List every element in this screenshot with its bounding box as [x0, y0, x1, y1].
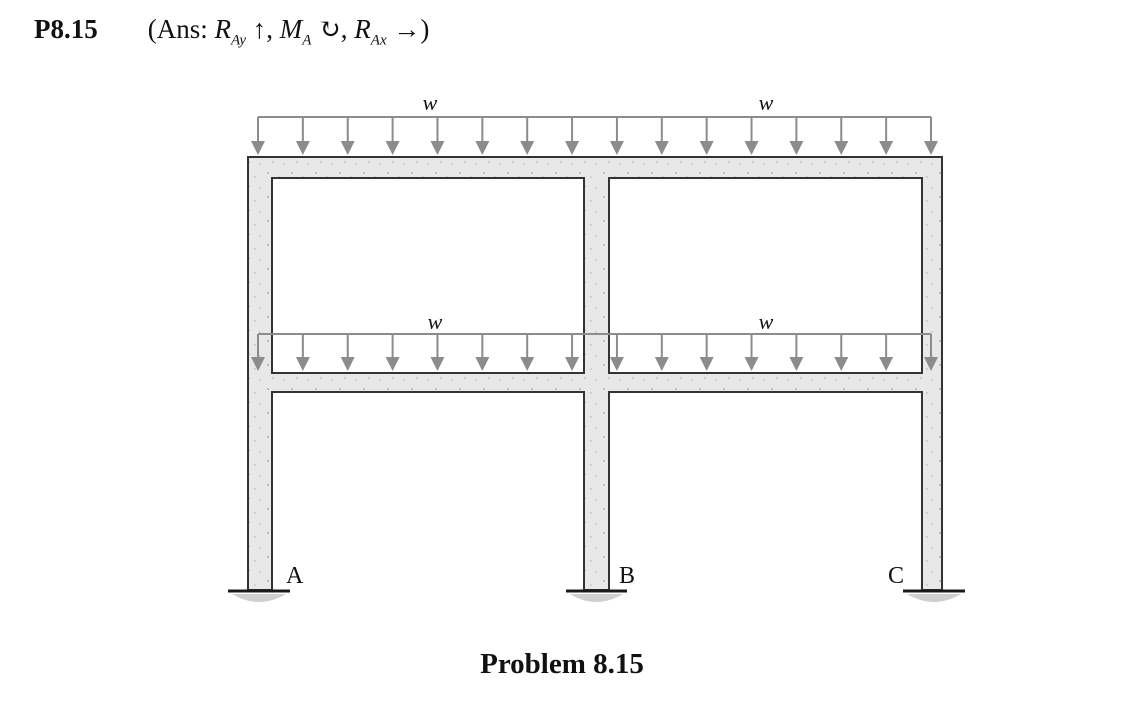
floor-load-arrow-head-icon	[699, 357, 714, 371]
answer-close: )	[420, 14, 430, 44]
roof-load-arrow-head-icon	[520, 141, 535, 155]
support-c	[903, 589, 965, 602]
ground-hatch-a	[232, 594, 286, 602]
support-b-label: B	[619, 563, 635, 589]
floor-load-left-label: w	[428, 309, 443, 334]
moment-a-subscript: A	[302, 32, 312, 49]
reaction-ax-symbol: R	[354, 14, 371, 44]
floor-load	[251, 333, 938, 371]
floor-load-arrow-head-icon	[924, 357, 938, 371]
floor-load-arrows	[251, 334, 938, 371]
roof-load-arrow-head-icon	[879, 141, 894, 155]
roof-load-arrow-head-icon	[654, 141, 669, 155]
roof-load-arrow-head-icon	[565, 141, 580, 155]
comma-2: ,	[340, 14, 355, 44]
frame-outline	[247, 156, 943, 591]
comma-1: ,	[266, 14, 280, 44]
floor-load-arrow-head-icon	[340, 357, 355, 371]
support-c-label: C	[888, 563, 904, 589]
ground-hatch-b	[570, 594, 623, 602]
frame-members	[247, 156, 943, 591]
roof-load-arrow-head-icon	[475, 141, 490, 155]
floor-load-arrow-head-icon	[879, 357, 894, 371]
floor-load-arrow-head-icon	[654, 357, 669, 371]
roof-load-arrow-head-icon	[789, 141, 804, 155]
floor-load-arrow-head-icon	[744, 357, 759, 371]
roof-load-arrows	[251, 117, 938, 155]
roof-load	[251, 116, 938, 155]
roof-load-arrow-head-icon	[834, 141, 849, 155]
floor-load-arrow-head-icon	[295, 357, 310, 371]
floor-load-arrow-head-icon	[834, 357, 849, 371]
roof-load-left-label: w	[423, 90, 438, 115]
reaction-ax-subscript: Ax	[370, 32, 387, 49]
roof-load-arrow-head-icon	[295, 141, 310, 155]
roof-load-arrow-head-icon	[430, 141, 445, 155]
floor-load-arrow-head-icon	[789, 357, 804, 371]
reaction-ay-symbol: R	[214, 14, 232, 44]
problem-header: P8.15(Ans: RAy ↑, MA ↻, RAx →)	[34, 14, 429, 49]
support-a	[228, 589, 290, 602]
floor-load-arrow-head-icon	[520, 357, 535, 371]
floor-load-arrow-head-icon	[430, 357, 445, 371]
right-arrow-icon: →	[393, 14, 421, 44]
clockwise-rotation-icon: ↻	[318, 14, 341, 44]
ground-hatch-c	[907, 594, 961, 602]
problem-number: P8.15	[34, 14, 98, 44]
roof-load-arrow-head-icon	[924, 141, 938, 155]
moment-a-symbol: M	[279, 14, 303, 44]
floor-load-right-label: w	[759, 309, 774, 334]
roof-load-arrow-head-icon	[340, 141, 355, 155]
support-a-label: A	[286, 563, 304, 589]
floor-load-arrow-head-icon	[475, 357, 490, 371]
roof-load-arrow-head-icon	[385, 141, 400, 155]
floor-load-arrow-head-icon	[609, 357, 624, 371]
reaction-ay-subscript: Ay	[231, 32, 246, 49]
roof-load-arrow-head-icon	[699, 141, 714, 155]
up-arrow-icon: ↑	[252, 14, 267, 44]
roof-load-arrow-head-icon	[609, 141, 624, 155]
roof-load-right-label: w	[759, 90, 774, 115]
floor-load-arrow-head-icon	[385, 357, 400, 371]
roof-load-arrow-head-icon	[251, 141, 265, 155]
figure-caption: Problem 8.15	[480, 648, 644, 680]
support-b	[566, 589, 627, 602]
floor-load-arrow-head-icon	[251, 357, 265, 371]
answer-open: (Ans:	[147, 14, 215, 44]
roof-load-arrow-head-icon	[744, 141, 759, 155]
floor-load-arrow-head-icon	[565, 357, 580, 371]
